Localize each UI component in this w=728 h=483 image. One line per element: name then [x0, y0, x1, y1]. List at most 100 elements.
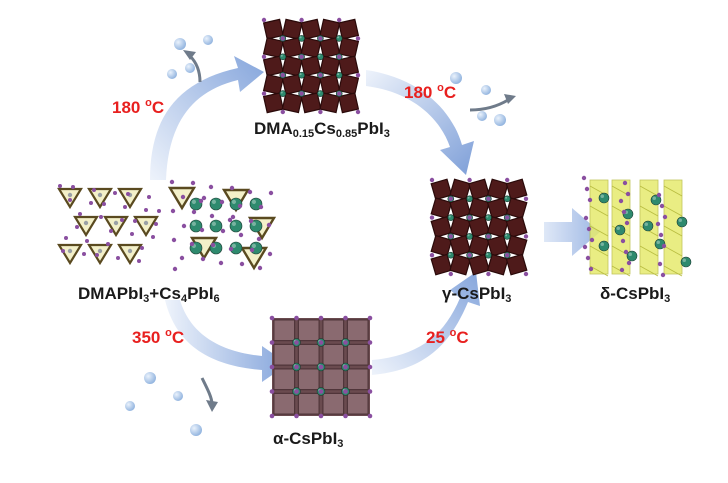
- delta-edge: [589, 225, 609, 237]
- phase-label-precursor: DMAPbI3+Cs4PbI6: [78, 284, 220, 305]
- octahedron: [449, 234, 472, 257]
- octahedron: [262, 92, 284, 114]
- iodide-atom: [448, 271, 453, 277]
- cs-atom: [335, 35, 343, 42]
- iodide-atom: [318, 36, 323, 41]
- atom-highlight: [280, 54, 283, 57]
- iodide-atom: [256, 236, 262, 242]
- octahedron: [262, 55, 284, 77]
- dma-triangle: [87, 243, 113, 266]
- delta-edge: [589, 205, 609, 217]
- iodide-atom: [367, 364, 373, 370]
- dma-triangle: [133, 215, 159, 238]
- iodide-atom: [587, 197, 593, 203]
- structure-cs4pbi6: [167, 179, 277, 272]
- iodide-atom: [269, 340, 275, 345]
- atom-highlight: [467, 234, 470, 237]
- iodide-atom: [280, 36, 285, 41]
- phase-label-delta-cspbi3: δ-CsPbI3: [600, 284, 671, 305]
- iodide-atom: [230, 214, 236, 220]
- octahedron: [297, 392, 320, 415]
- iodide-atom: [269, 413, 275, 419]
- octahedron: [430, 197, 453, 220]
- atom-highlight: [448, 215, 451, 218]
- iodide-atom: [102, 202, 106, 206]
- octahedron: [322, 392, 345, 415]
- iodide-atom: [191, 209, 197, 215]
- iodide-atom: [657, 261, 663, 267]
- octahedron: [430, 178, 453, 201]
- octahedron: [468, 253, 490, 276]
- iodide-atom: [219, 199, 225, 205]
- iodide-atom: [238, 232, 244, 238]
- iodide-atom: [157, 209, 161, 213]
- iodide-atom: [367, 340, 373, 345]
- iodide-atom: [589, 237, 595, 243]
- iodide-atom: [448, 234, 453, 239]
- cs-atom: [626, 250, 638, 262]
- octahedron: [449, 178, 472, 201]
- cs-atom: [503, 233, 511, 240]
- cs-atom: [298, 35, 305, 42]
- iodide-atom: [337, 91, 342, 96]
- gas-arrow-top-left: [183, 50, 202, 83]
- iodide-atom: [220, 228, 226, 234]
- gas-bubbles: [125, 35, 506, 436]
- cs-atom: [642, 220, 654, 232]
- octahedron: [281, 37, 303, 59]
- atom-highlight: [251, 199, 256, 204]
- iodide-atom: [147, 195, 151, 199]
- iodide-atom: [523, 196, 529, 201]
- atom-highlight: [652, 196, 656, 200]
- iodide-atom: [318, 340, 324, 345]
- atom-highlight: [337, 73, 340, 76]
- phase-label-gamma-cspbi3: γ-CsPbI3: [442, 284, 512, 305]
- delta-edge: [663, 225, 683, 237]
- iodide-atom: [71, 185, 75, 189]
- iodide-atom: [172, 266, 178, 272]
- structure-dmapbi3: [57, 184, 161, 266]
- temperature-label-gamma-formation: 180 oC: [404, 82, 457, 102]
- octahedron: [322, 319, 345, 342]
- iodide-atom: [247, 189, 253, 195]
- iodide-atom: [355, 73, 361, 78]
- gas-bubble: [481, 85, 491, 95]
- octahedron: [322, 343, 345, 366]
- iodide-atom: [239, 261, 245, 267]
- arrow-dma-to-gamma: [366, 70, 474, 175]
- dma-cation: [67, 192, 73, 198]
- cs-atom: [680, 256, 692, 268]
- atom-highlight: [231, 199, 236, 204]
- gas-bubble: [190, 424, 202, 436]
- iodide-atom: [123, 205, 127, 209]
- iodide-atom: [89, 201, 93, 205]
- iodide-atom: [218, 260, 224, 266]
- iodide-atom: [318, 73, 323, 78]
- atom-highlight: [467, 196, 470, 199]
- iodide-atom: [258, 204, 264, 210]
- octahedron: [281, 55, 303, 77]
- cs-atom: [189, 219, 203, 233]
- iodide-atom: [429, 177, 435, 183]
- iodide-atom: [200, 256, 206, 262]
- dma-triangle: [73, 215, 99, 238]
- iodide-atom: [237, 203, 243, 209]
- octahedron: [486, 216, 509, 238]
- iodide-atom: [343, 389, 348, 394]
- iodide-atom: [343, 413, 348, 419]
- octahedron: [262, 73, 284, 95]
- dma-triangle: [57, 243, 83, 266]
- iodide-atom: [523, 234, 529, 239]
- octahedron: [430, 216, 453, 238]
- arrow-precursor-to-alpha: [165, 300, 288, 382]
- iodide-atom: [189, 241, 195, 247]
- iodide-atom: [179, 255, 185, 261]
- iodide-atom: [190, 180, 196, 186]
- iodide-atom: [267, 251, 273, 257]
- atom-highlight: [644, 222, 648, 226]
- iodide-atom: [623, 249, 629, 255]
- iodide-atom: [619, 267, 625, 273]
- octahedron: [338, 55, 360, 77]
- structure-gamma-cspbi3: [429, 177, 529, 277]
- iodide-atom: [343, 340, 348, 345]
